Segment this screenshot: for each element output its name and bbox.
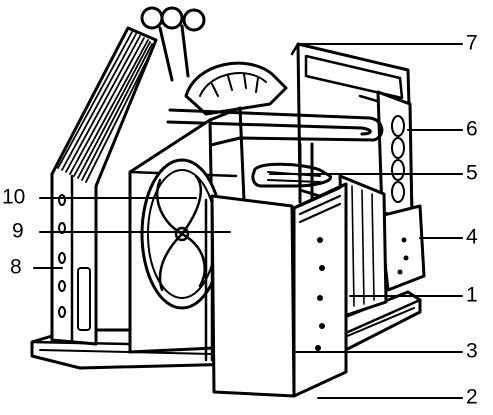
evaporator-coil: [50, 26, 158, 346]
return-bends: [140, 6, 206, 82]
label-7: 7: [466, 32, 478, 55]
refrigerant-tubing: [166, 108, 384, 204]
front-partition-plate: [204, 194, 296, 398]
label-8: 8: [10, 256, 22, 279]
label-4: 4: [466, 226, 478, 249]
outdoor-condenser-coil: [338, 174, 388, 318]
label-3: 3: [466, 340, 478, 363]
callout-labels: 7 6 5 4 1 3 2 10 9 8: [2, 32, 478, 409]
leader-lines: [33, 43, 463, 399]
side-louvre-panel: [376, 90, 414, 224]
label-5: 5: [466, 162, 478, 185]
blower-housing: [184, 61, 288, 116]
axial-fan: [140, 158, 224, 310]
label-6: 6: [466, 118, 478, 141]
front-cover-panel: [292, 182, 348, 398]
label-1: 1: [466, 284, 478, 307]
label-10: 10: [2, 186, 25, 209]
label-2: 2: [466, 386, 478, 409]
label-9: 9: [12, 220, 24, 243]
